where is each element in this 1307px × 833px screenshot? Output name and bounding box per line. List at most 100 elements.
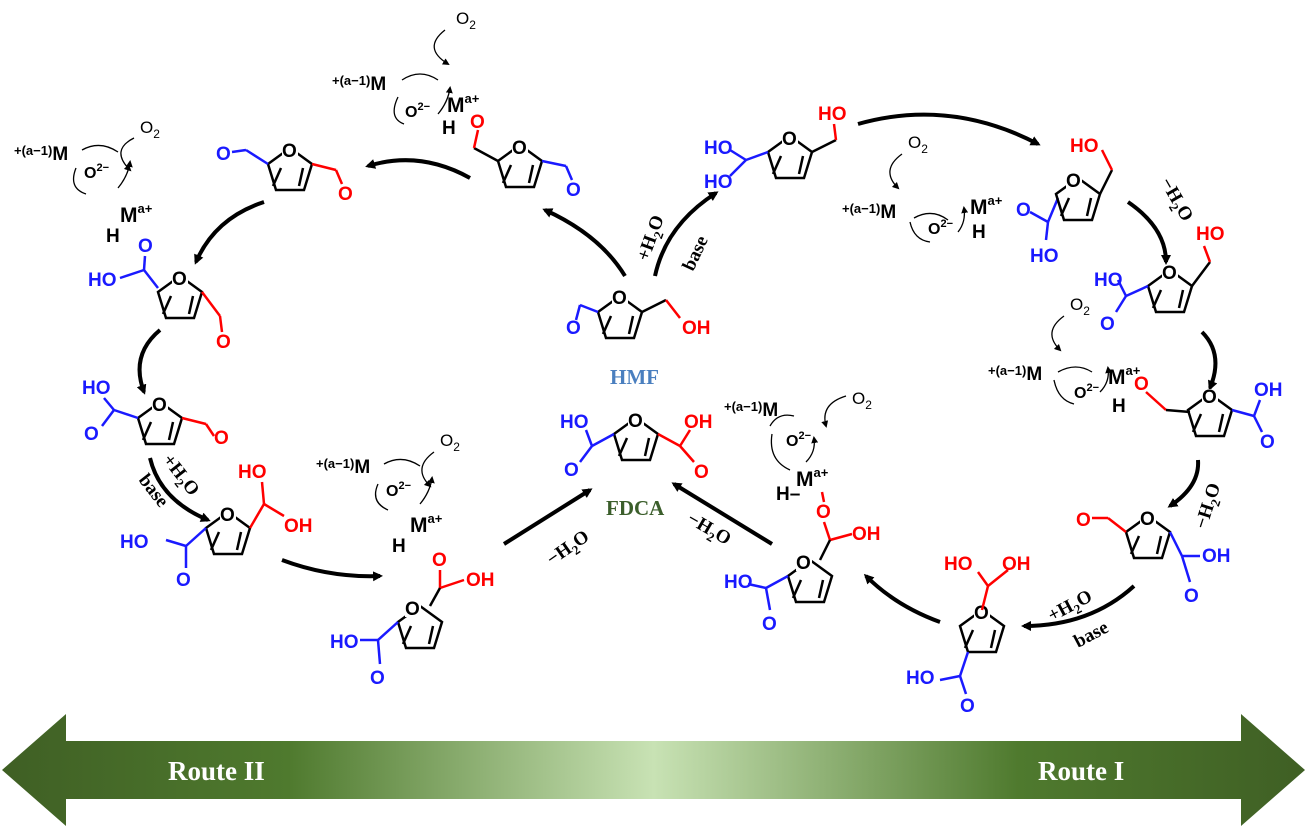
- svg-text:O: O: [1100, 314, 1115, 335]
- svg-text:HO: HO: [560, 412, 589, 433]
- svg-text:H: H: [972, 222, 986, 243]
- svg-text:O: O: [1202, 387, 1217, 408]
- svg-text:OH: OH: [466, 570, 495, 591]
- arrow-route-i-top: [857, 112, 1041, 146]
- route-ii-label: Route II: [168, 756, 265, 786]
- svg-text:O: O: [1066, 171, 1081, 192]
- svg-text:Ma+: Ma+: [970, 193, 1003, 219]
- svg-text:HO: HO: [1094, 270, 1123, 291]
- hydration-label-top: +H2O: [633, 212, 672, 264]
- svg-text:O: O: [796, 553, 811, 574]
- svg-text:O: O: [1162, 263, 1177, 284]
- hmf-molecule: O O OH HMF: [566, 288, 711, 389]
- svg-text:O: O: [1134, 374, 1149, 395]
- svg-text:O2: O2: [140, 118, 160, 141]
- svg-text:O: O: [432, 550, 447, 571]
- base-label-right: base: [1070, 617, 1112, 652]
- svg-text:HO: HO: [704, 172, 733, 193]
- hmf-hydrate-molecule: O HO HO HO: [704, 104, 847, 193]
- ffca-hydrate-molecule-right: O HO OH HO O: [906, 554, 1031, 717]
- svg-text:+(a−1)M: +(a−1)M: [332, 73, 386, 95]
- ffca-molecule: O HO O O: [82, 378, 229, 449]
- svg-text:HO: HO: [704, 138, 733, 159]
- svg-text:HO: HO: [120, 532, 149, 553]
- hydration-label-right: +H2O: [1044, 586, 1095, 627]
- svg-text:O2: O2: [440, 431, 460, 454]
- svg-text:base: base: [1070, 617, 1112, 652]
- svg-text:O: O: [138, 236, 153, 257]
- catalyst-cycle-top-right: O2 +(a−1)M O2− Ma+ H: [842, 133, 1003, 243]
- svg-text:+(a−1)M: +(a−1)M: [14, 143, 68, 165]
- aldehyde-o-left: O: [216, 144, 231, 165]
- svg-text:OH: OH: [1002, 554, 1031, 575]
- arrow-to-ffca: [136, 328, 162, 395]
- arrow-route-i-down: [1200, 330, 1218, 391]
- dff-molecule: O O O: [216, 141, 353, 205]
- hemiacetal-intermediate-bottom-right: O OH O HO O: [724, 491, 881, 635]
- ffca-molecule-right: O O OH O: [1076, 509, 1231, 607]
- svg-text:+H2O: +H2O: [633, 212, 672, 264]
- svg-text:O: O: [214, 428, 229, 449]
- svg-text:HO: HO: [906, 668, 935, 689]
- svg-text:H: H: [1112, 396, 1126, 417]
- svg-text:O: O: [628, 411, 643, 432]
- svg-text:O: O: [176, 570, 191, 591]
- catalyst-cycle-top: O2 +(a−1)M O2− Ma+ H: [332, 9, 480, 139]
- svg-text:O: O: [84, 424, 99, 445]
- arrow-hmf-to-route-i: [653, 191, 719, 277]
- hemiacetal-intermediate-bottom-left: O OH O HO O: [330, 550, 495, 689]
- route-arrow: Route II Route I: [2, 714, 1305, 826]
- svg-text:O2: O2: [456, 9, 476, 32]
- svg-text:O2−: O2−: [84, 162, 109, 182]
- svg-text:O2−: O2−: [786, 430, 811, 450]
- svg-text:O: O: [1076, 510, 1091, 531]
- svg-text:O: O: [782, 129, 797, 150]
- svg-text:OH: OH: [1254, 380, 1283, 401]
- dehydration-label-right: −H2O: [1191, 480, 1225, 531]
- svg-text:O: O: [762, 614, 777, 635]
- svg-text:O2−: O2−: [1074, 382, 1099, 402]
- svg-text:O: O: [694, 462, 709, 483]
- svg-text:O2: O2: [908, 133, 928, 156]
- arrow-to-fdca-right: [671, 482, 774, 546]
- svg-text:O: O: [216, 332, 231, 353]
- svg-text:O2−: O2−: [405, 101, 430, 121]
- svg-text:+(a−1)M: +(a−1)M: [842, 201, 896, 223]
- hemiacetal-intermediate-left: O HO O O: [88, 236, 231, 353]
- arrow-ffca-hydration: [148, 457, 211, 522]
- svg-text:OH: OH: [852, 524, 881, 545]
- svg-text:O: O: [816, 502, 831, 523]
- svg-text:HO: HO: [82, 378, 111, 399]
- arrow-route-i-dehydration-2: [1167, 459, 1201, 508]
- catalyst-cycle-bottom-right: O2 +(a−1)M O2− Ma+ H–: [724, 389, 872, 505]
- alkoxide-intermediate-right: O O OH O: [1134, 374, 1283, 453]
- catalyst-cycle-right: O2 +(a−1)M O2− Ma+ H: [988, 295, 1141, 417]
- svg-text:Ma+: Ma+: [1108, 363, 1141, 389]
- fdca-label: FDCA: [606, 496, 665, 520]
- svg-text:HO: HO: [330, 632, 359, 653]
- aldehyde-o: O: [566, 318, 581, 339]
- svg-text:HO: HO: [1070, 136, 1099, 157]
- arrow-to-dff: [365, 158, 471, 180]
- hemiacetal-intermediate-top-right: O HO O HO: [1016, 136, 1114, 267]
- arrow-dff-to-hydrate: [194, 200, 265, 265]
- svg-text:−H2O: −H2O: [1153, 174, 1197, 227]
- svg-text:base: base: [678, 233, 712, 274]
- svg-text:O: O: [974, 603, 989, 624]
- arrow-to-metal-complex-left: [281, 558, 383, 582]
- dehydration-label-fdca-left: −H2O: [543, 526, 593, 570]
- hmfca-molecule: O HO O HO: [1094, 224, 1225, 335]
- svg-text:Ma+: Ma+: [410, 511, 443, 537]
- svg-text:HO: HO: [88, 270, 117, 291]
- ffca-hydrate-molecule: O HO OH HO O: [120, 462, 313, 591]
- svg-text:Ma+: Ma+: [120, 201, 153, 227]
- svg-text:O: O: [564, 460, 579, 481]
- svg-text:O: O: [370, 668, 385, 689]
- arrow-to-metal-complex-right: [863, 573, 941, 624]
- svg-text:OH: OH: [1202, 546, 1231, 567]
- fdca-molecule: O HO O OH O FDCA: [560, 411, 713, 520]
- svg-text:O2−: O2−: [386, 480, 411, 500]
- aldehyde-o: O: [566, 180, 581, 201]
- svg-text:+(a−1)M: +(a−1)M: [988, 363, 1042, 385]
- svg-text:OH: OH: [284, 516, 313, 537]
